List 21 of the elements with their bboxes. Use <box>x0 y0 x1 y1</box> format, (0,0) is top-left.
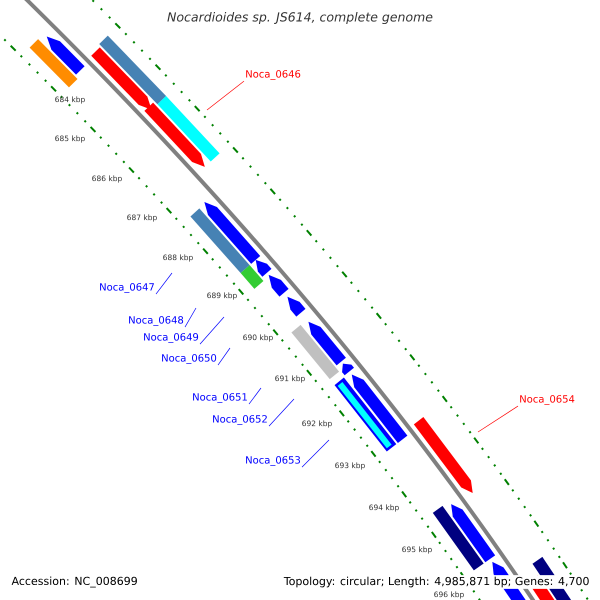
leader-line <box>478 406 518 432</box>
leader-line <box>206 80 244 110</box>
gene-label: Noca_0647 <box>100 283 154 293</box>
leader-line <box>302 440 330 468</box>
leader-line <box>200 316 224 344</box>
leader-line <box>218 348 230 366</box>
gene-label: Noca_0651 <box>193 393 247 403</box>
leader-line <box>268 398 294 426</box>
gene-label: Noca_0646 <box>246 70 300 80</box>
genome-info-text: Topology: circular; Length: 4,985,871 bp; Genes: 4,700 <box>280 575 593 589</box>
leader-line <box>248 388 262 404</box>
title: Nocardioides sp. JS614, complete genome <box>167 12 432 24</box>
gene-label: Noca_0653 <box>246 456 300 466</box>
gene-label: Noca_0650 <box>162 354 216 364</box>
gene-label: Noca_0649 <box>144 333 198 343</box>
gene-label: Noca_0652 <box>213 415 267 425</box>
gene-label: Noca_0654 <box>520 395 574 405</box>
accession-text: Accession: NC_008699 <box>12 576 137 588</box>
gene-label: Noca_0648 <box>129 316 184 326</box>
leader-line <box>184 308 196 328</box>
leader-line <box>156 272 172 294</box>
